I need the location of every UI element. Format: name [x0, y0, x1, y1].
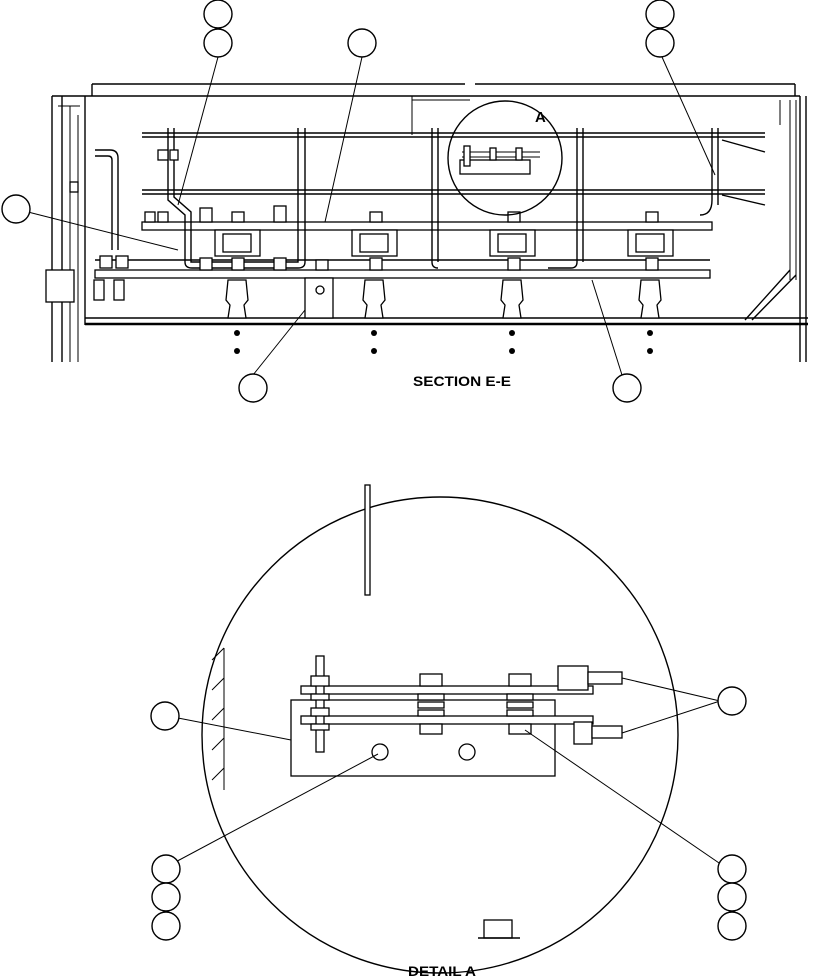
detail-a-callout: A: [535, 109, 546, 126]
u-bend-pipes: [167, 128, 797, 321]
lower-plate: [300, 715, 594, 725]
item-balloon: [645, 28, 675, 58]
item-balloon: [150, 701, 180, 731]
vertical-rod: [364, 484, 371, 596]
right-bolt-stack: [506, 673, 534, 735]
detail-a-view: DETAIL A: [150, 484, 747, 979]
section-title: SECTION E-E: [413, 373, 511, 389]
item-balloon: [151, 911, 181, 941]
item-balloon: [612, 373, 642, 403]
item-balloon: [347, 28, 377, 58]
left-wall-hatch: [211, 647, 225, 790]
pipe-clamps: [214, 229, 674, 257]
cabinet-frame: [51, 83, 808, 362]
item-balloon: [1, 194, 31, 224]
terminal-posts: [225, 277, 662, 354]
detail-a-marker: A: [447, 100, 563, 216]
item-balloon: [717, 854, 747, 884]
section-leaders: [27, 56, 716, 376]
item-balloon: [717, 911, 747, 941]
item-balloon: [151, 882, 181, 912]
item-balloon: [151, 854, 181, 884]
item-balloon: [203, 0, 233, 29]
detail-balloons: [150, 686, 747, 941]
section-e-e-view: A SECTION E-E: [1, 0, 808, 403]
item-balloon: [203, 28, 233, 58]
item-balloon: [717, 882, 747, 912]
left-stud: [310, 655, 330, 753]
center-bolt-stack: [417, 673, 445, 735]
detail-title: DETAIL A: [408, 963, 476, 979]
detail-leaders: [167, 677, 723, 867]
item-balloon: [645, 0, 675, 29]
detail-circle: [201, 496, 679, 974]
left-pipe-assembly: [45, 149, 125, 303]
mounting-hole-right: [458, 743, 476, 761]
item-balloon: [238, 373, 268, 403]
upper-plate: [300, 685, 594, 695]
mounting-hole-left: [371, 743, 389, 761]
connector-terminals: [557, 665, 623, 745]
bolt-heads: [99, 149, 659, 271]
item-balloon: [717, 686, 747, 716]
section-balloons: [1, 0, 675, 403]
bottom-fitting: [478, 919, 520, 939]
horizontal-rails: [94, 132, 765, 279]
